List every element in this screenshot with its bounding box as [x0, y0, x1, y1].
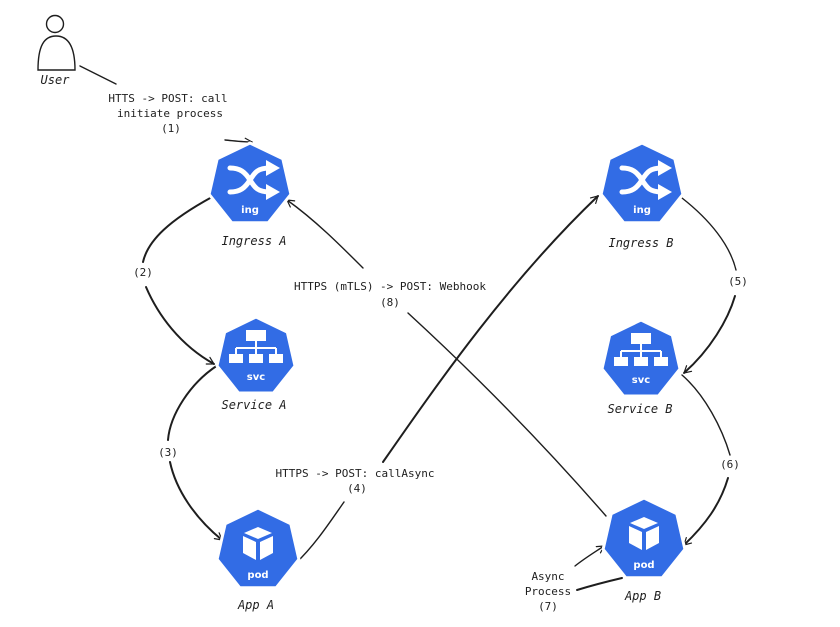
badge-text: ing — [633, 205, 651, 216]
edge-7-label-line2: Process — [525, 585, 571, 598]
edge-1-step: (1) — [161, 122, 181, 135]
edge-ingress-a-to-service-a — [142, 196, 215, 365]
edge-2-step: (2) — [133, 266, 153, 279]
edge-7-step: (7) — [538, 600, 558, 613]
ingress-a-label: Ingress A — [221, 234, 286, 248]
node-app-a: pod — [215, 506, 301, 590]
service-b-label: Service B — [607, 402, 672, 416]
edge-1-label-line2: initiate process — [117, 107, 223, 120]
edge-8-label-line1: HTTPS (mTLS) -> POST: Webhook — [294, 280, 486, 293]
node-ingress-b: ing — [599, 141, 685, 225]
ingress-icon — [599, 141, 685, 225]
edge-app-b-to-ingress-a — [286, 199, 607, 517]
edge-app-a-to-ingress-b — [295, 195, 599, 564]
edge-7-label-line1: Async — [531, 570, 564, 583]
badge-text: pod — [247, 570, 268, 581]
badge-text: pod — [633, 560, 654, 571]
pod-icon — [215, 506, 301, 590]
app-b-label: App B — [624, 589, 661, 603]
service-a-label: Service A — [221, 398, 286, 412]
service-icon — [600, 318, 682, 398]
pod-icon — [601, 496, 687, 580]
service-icon — [215, 315, 297, 395]
edge-service-a-to-app-a — [167, 364, 223, 541]
edge-async-process-to-app-b — [574, 545, 623, 591]
app-a-label: App A — [237, 598, 274, 612]
ingress-b-label: Ingress B — [608, 236, 673, 250]
ingress-icon — [207, 141, 293, 225]
edge-service-b-to-app-b — [681, 374, 731, 546]
edge-3-step: (3) — [158, 446, 178, 459]
node-service-b: svc — [600, 318, 682, 398]
edge-1-label-line1: HTTS -> POST: call — [108, 92, 227, 105]
badge-text: svc — [247, 372, 265, 383]
node-ingress-a: ing — [207, 141, 293, 225]
badge-text: svc — [632, 375, 650, 386]
badge-text: ing — [241, 205, 259, 216]
edge-4-step: (4) — [347, 482, 367, 495]
edge-4-label-line1: HTTPS -> POST: callAsync — [276, 467, 435, 480]
node-app-b: pod — [601, 496, 687, 580]
edge-ingress-b-to-service-b — [681, 197, 737, 374]
edge-5-step: (5) — [728, 275, 748, 288]
edge-8-step: (8) — [380, 296, 400, 309]
node-service-a: svc — [215, 315, 297, 395]
user-icon — [37, 14, 76, 71]
edge-6-step: (6) — [720, 458, 740, 471]
user-label: User — [41, 73, 71, 87]
